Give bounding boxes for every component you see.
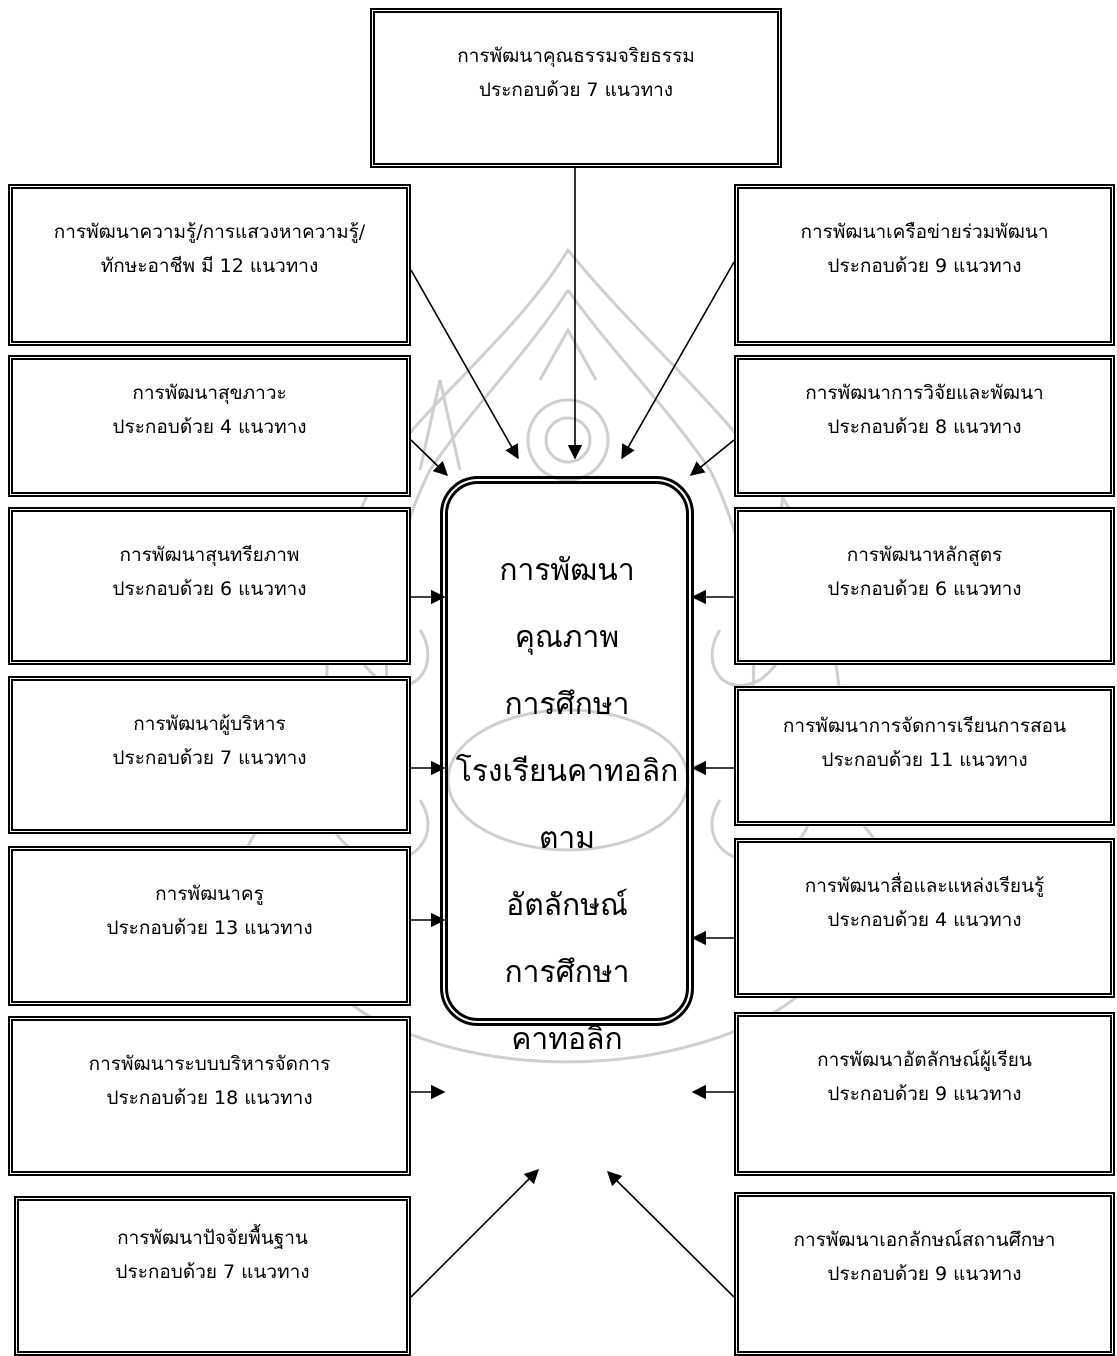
- box-learning-media: การพัฒนาสื่อและแหล่งเรียนรู้ ประกอบด้วย …: [734, 838, 1115, 998]
- box-subtitle: ประกอบด้วย 7 แนวทาง: [478, 79, 674, 101]
- box-title: การพัฒนาสุนทรียภาพ: [119, 544, 300, 566]
- box-title: การพัฒนาการวิจัยและพัฒนา: [805, 382, 1044, 404]
- center-line: การศึกษา: [504, 687, 630, 722]
- box-health: การพัฒนาสุขภาวะ ประกอบด้วย 4 แนวทาง: [8, 355, 411, 497]
- box-teaching-learning: การพัฒนาการจัดการเรียนการสอน ประกอบด้วย …: [734, 686, 1115, 826]
- box-subtitle: ประกอบด้วย 18 แนวทาง: [106, 1087, 313, 1109]
- box-title: การพัฒนาสื่อและแหล่งเรียนรู้: [804, 875, 1045, 897]
- arrow-school-uniqueness: [606, 1170, 735, 1298]
- box-title: การพัฒนาครู: [155, 883, 264, 905]
- center-line: คุณภาพ: [514, 620, 620, 655]
- box-subtitle: ทักษะอาชีพ มี 12 แนวทาง: [100, 255, 319, 277]
- box-subtitle: ประกอบด้วย 6 แนวทาง: [112, 578, 307, 600]
- box-subtitle: ประกอบด้วย 6 แนวทาง: [827, 578, 1022, 600]
- arrow-network: [621, 261, 735, 460]
- center-line: ตาม: [538, 821, 596, 856]
- box-school-uniqueness: การพัฒนาเอกลักษณ์สถานศึกษา ประกอบด้วย 9 …: [734, 1192, 1115, 1356]
- box-administrators: การพัฒนาผู้บริหาร ประกอบด้วย 7 แนวทาง: [8, 676, 411, 834]
- box-curriculum: การพัฒนาหลักสูตร ประกอบด้วย 6 แนวทาง: [734, 507, 1115, 665]
- box-title: การพัฒนาเอกลักษณ์สถานศึกษา: [793, 1229, 1056, 1251]
- box-title: การพัฒนาเครือข่ายร่วมพัฒนา: [800, 221, 1049, 243]
- box-aesthetics: การพัฒนาสุนทรียภาพ ประกอบด้วย 6 แนวทาง: [8, 507, 411, 665]
- box-title: การพัฒนาการจัดการเรียนการสอน: [782, 715, 1067, 737]
- arrow-research: [689, 439, 735, 476]
- box-subtitle: ประกอบด้วย 9 แนวทาง: [827, 255, 1022, 277]
- box-subtitle: ประกอบด้วย 9 แนวทาง: [827, 1263, 1022, 1285]
- box-title: การพัฒนาความรู้/การแสวงหาความรู้/: [53, 221, 366, 243]
- box-subtitle: ประกอบด้วย 9 แนวทาง: [827, 1083, 1022, 1105]
- box-title: การพัฒนาระบบบริหารจัดการ: [88, 1053, 331, 1075]
- box-title: การพัฒนาผู้บริหาร: [133, 713, 286, 735]
- box-teachers: การพัฒนาครู ประกอบด้วย 13 แนวทาง: [8, 846, 411, 1006]
- box-infrastructure: การพัฒนาปัจจัยพื้นฐาน ประกอบด้วย 7 แนวทา…: [14, 1196, 411, 1356]
- center-box-catholic-school-quality: การพัฒนา คุณภาพ การศึกษา โรงเรียนคาทอลิก…: [440, 476, 694, 1057]
- box-title: การพัฒนาหลักสูตร: [846, 544, 1003, 566]
- center-line: การศึกษา: [504, 955, 630, 990]
- box-title: การพัฒนาปัจจัยพื้นฐาน: [117, 1227, 308, 1249]
- arrow-infrastructure: [410, 1168, 540, 1298]
- box-student-identity: การพัฒนาอัตลักษณ์ผู้เรียน ประกอบด้วย 9 แ…: [734, 1012, 1115, 1176]
- box-title: การพัฒนาอัตลักษณ์ผู้เรียน: [817, 1049, 1032, 1071]
- center-line: คาทอลิก: [511, 1022, 623, 1057]
- arrow-health: [410, 439, 449, 477]
- box-subtitle: ประกอบด้วย 4 แนวทาง: [112, 416, 307, 438]
- box-title: การพัฒนาสุขภาวะ: [132, 382, 287, 404]
- box-management-system: การพัฒนาระบบบริหารจัดการ ประกอบด้วย 18 แ…: [8, 1016, 411, 1176]
- center-line: การพัฒนา: [499, 553, 635, 588]
- box-subtitle: ประกอบด้วย 4 แนวทาง: [827, 909, 1022, 931]
- box-subtitle: ประกอบด้วย 7 แนวทาง: [112, 747, 307, 769]
- box-network: การพัฒนาเครือข่ายร่วมพัฒนา ประกอบด้วย 9 …: [734, 184, 1115, 346]
- box-knowledge-skills: การพัฒนาความรู้/การแสวงหาความรู้/ ทักษะอ…: [8, 184, 411, 346]
- box-title: การพัฒนาคุณธรรมจริยธรรม: [457, 45, 695, 67]
- box-subtitle: ประกอบด้วย 8 แนวทาง: [827, 416, 1022, 438]
- center-line: อัตลักษณ์: [506, 888, 628, 923]
- box-subtitle: ประกอบด้วย 11 แนวทาง: [821, 749, 1028, 771]
- center-line: โรงเรียนคาทอลิก: [455, 754, 679, 789]
- box-research: การพัฒนาการวิจัยและพัฒนา ประกอบด้วย 8 แน…: [734, 355, 1115, 497]
- box-moral-ethics: การพัฒนาคุณธรรมจริยธรรม ประกอบด้วย 7 แนว…: [370, 8, 782, 168]
- box-subtitle: ประกอบด้วย 13 แนวทาง: [106, 917, 313, 939]
- box-subtitle: ประกอบด้วย 7 แนวทาง: [115, 1261, 310, 1283]
- arrow-knowledge: [410, 269, 519, 460]
